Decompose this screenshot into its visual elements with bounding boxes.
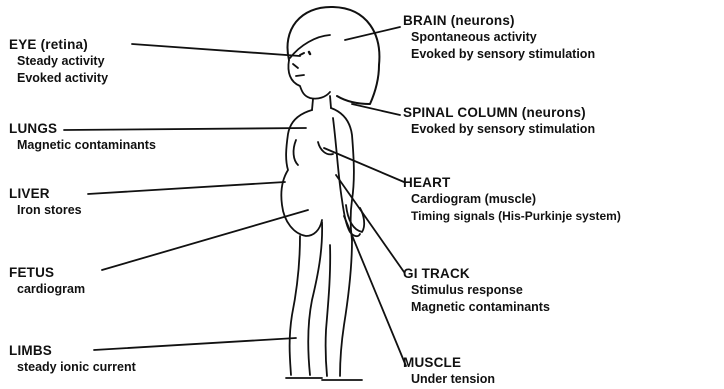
label-muscle-line-1: Under tension	[403, 371, 495, 388]
person-figure	[281, 7, 379, 380]
label-lungs-line-1: Magnetic contaminants	[9, 137, 156, 154]
label-lungs: LUNGS Magnetic contaminants	[9, 120, 156, 154]
label-spinal: SPINAL COLUMN (neurons) Evoked by sensor…	[403, 104, 595, 138]
label-gi-line-1: Stimulus response	[403, 282, 550, 299]
label-limbs-title: LIMBS	[9, 342, 136, 359]
chest-mark-left	[294, 140, 298, 165]
label-spinal-title: SPINAL COLUMN (neurons)	[403, 104, 595, 121]
neck-line	[312, 99, 313, 110]
label-muscle: MUSCLE Under tension	[403, 354, 495, 388]
leg-right-inner	[326, 245, 331, 376]
label-eye: EYE (retina) Steady activity Evoked acti…	[9, 36, 108, 87]
label-brain-line-2: Evoked by sensory stimulation	[403, 46, 595, 63]
leader-lines	[64, 27, 406, 366]
mouth-mark	[296, 75, 304, 76]
leader-spinal	[352, 104, 400, 115]
label-gi-title: GI TRACK	[403, 265, 550, 282]
neck-line-right	[330, 96, 331, 108]
leader-muscle	[344, 216, 406, 366]
label-fetus-title: FETUS	[9, 264, 85, 281]
nose-mark	[293, 64, 298, 68]
label-eye-line-1: Steady activity	[9, 53, 108, 70]
label-gi-line-2: Magnetic contaminants	[403, 299, 550, 316]
label-brain-line-1: Spontaneous activity	[403, 29, 595, 46]
leader-eye	[132, 44, 300, 56]
label-eye-title: EYE (retina)	[9, 36, 108, 53]
leader-fetus	[102, 210, 308, 270]
label-fetus: FETUS cardiogram	[9, 264, 85, 298]
leg-right	[340, 240, 352, 376]
eye-dot	[309, 52, 310, 54]
leader-heart	[324, 148, 404, 182]
label-eye-line-2: Evoked activity	[9, 70, 108, 87]
label-limbs: LIMBS steady ionic current	[9, 342, 136, 376]
label-lungs-title: LUNGS	[9, 120, 156, 137]
label-limbs-line-1: steady ionic current	[9, 359, 136, 376]
label-fetus-line-1: cardiogram	[9, 281, 85, 298]
label-muscle-title: MUSCLE	[403, 354, 495, 371]
label-spinal-line-1: Evoked by sensory stimulation	[403, 121, 595, 138]
label-brain: BRAIN (neurons) Spontaneous activity Evo…	[403, 12, 595, 63]
eye-mark	[300, 53, 304, 55]
label-heart-title: HEART	[403, 174, 621, 191]
label-heart: HEART Cardiogram (muscle) Timing signals…	[403, 174, 621, 225]
leg-left-inner	[290, 236, 300, 375]
leg-left	[308, 222, 322, 375]
label-heart-line-1: Cardiogram (muscle)	[403, 191, 621, 208]
label-heart-line-2: Timing signals (His-Purkinje system)	[403, 208, 621, 225]
label-liver: LIVER Iron stores	[9, 185, 82, 219]
label-brain-title: BRAIN (neurons)	[403, 12, 595, 29]
label-liver-line-1: Iron stores	[9, 202, 82, 219]
label-gi: GI TRACK Stimulus response Magnetic cont…	[403, 265, 550, 316]
leader-liver	[88, 182, 285, 194]
label-liver-title: LIVER	[9, 185, 82, 202]
